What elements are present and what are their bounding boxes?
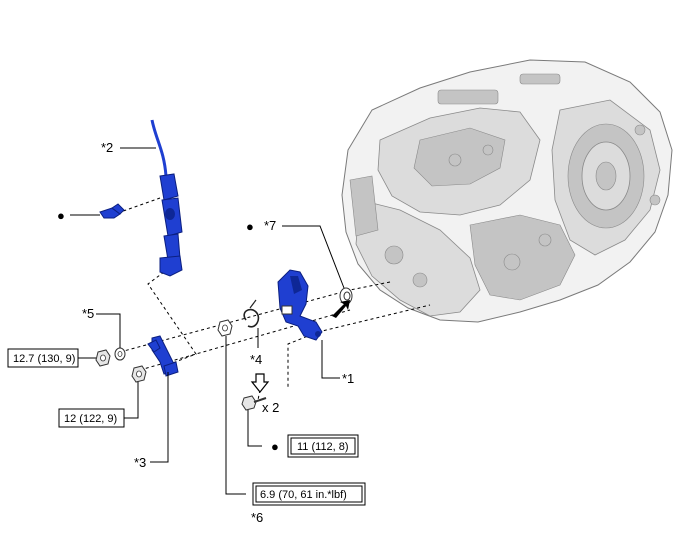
clip-4	[243, 299, 260, 328]
cable-bracket	[147, 335, 179, 377]
non-reusable-mark-bolt: ●	[271, 439, 279, 454]
torque-value-12: 12 (122, 9)	[64, 413, 117, 425]
nut-6-9	[217, 319, 233, 337]
non-reusable-mark-clip: ●	[57, 208, 65, 223]
control-shaft-lever	[277, 269, 323, 341]
install-direction-arrow-icon	[332, 300, 350, 318]
transaxle-assembly	[341, 59, 673, 323]
callout-label-4: *4	[250, 352, 262, 367]
torque-box-6-9: 6.9 (70, 61 in.*lbf)	[252, 482, 366, 506]
oil-seal-7	[339, 287, 353, 305]
bolt	[241, 395, 267, 411]
callout-label-3: *3	[134, 455, 146, 470]
torque-box-12-7: 12.7 (130, 9)	[7, 348, 79, 368]
callout-label-1: *1	[342, 371, 354, 386]
torque-box-12: 12 (122, 9)	[58, 408, 125, 428]
torque-value-11: 11 (112, 8)	[297, 441, 349, 453]
callout-label-5: *5	[82, 306, 94, 321]
cable-clip	[99, 203, 125, 219]
washer-5	[114, 347, 126, 361]
bolt-quantity-label: x 2	[262, 400, 279, 415]
transmission-control-cable	[150, 119, 183, 277]
nut-12	[131, 365, 147, 383]
callout-label-6: *6	[251, 510, 263, 525]
leader-lines	[70, 147, 345, 495]
non-reusable-mark-seal: ●	[246, 219, 254, 234]
callout-label-2: *2	[101, 140, 113, 155]
callout-label-7: *7	[264, 218, 276, 233]
torque-box-11: 11 (112, 8)	[287, 434, 359, 458]
torque-value-6-9: 6.9 (70, 61 in.*lbf)	[260, 489, 347, 501]
nut-12-7	[95, 349, 111, 367]
torque-value-12-7: 12.7 (130, 9)	[13, 353, 75, 365]
hollow-down-arrow-icon	[250, 373, 270, 393]
